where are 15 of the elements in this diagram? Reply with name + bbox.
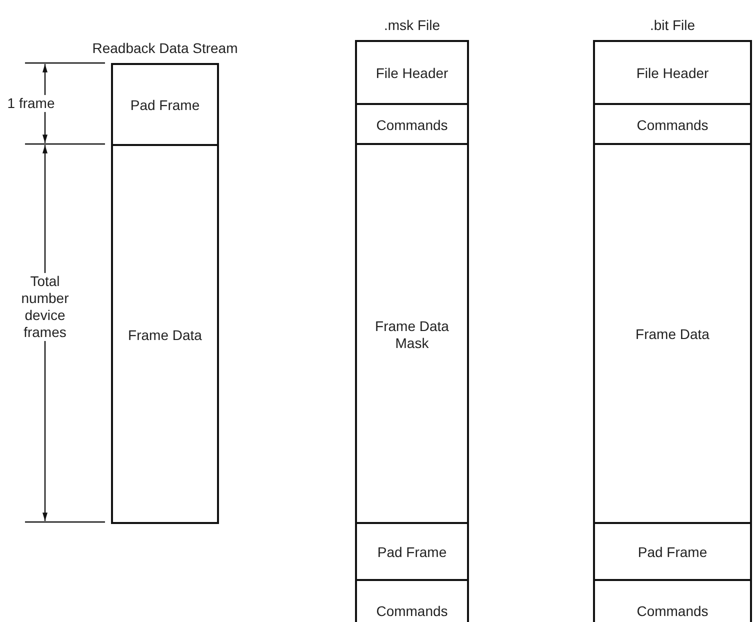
file-section: Frame Data xyxy=(595,143,750,524)
file-section: Pad Frame xyxy=(357,522,467,581)
file-section: Commands xyxy=(357,579,467,622)
file-section: Pad Frame xyxy=(113,65,217,146)
column-heading: .bit File xyxy=(648,17,696,34)
column-heading: Readback Data Stream xyxy=(91,40,239,57)
file-section: Commands xyxy=(595,579,750,622)
file-section: Commands xyxy=(595,103,750,145)
file-section: Commands xyxy=(357,103,467,145)
file-section: Frame Data Mask xyxy=(357,143,467,524)
file-section: Pad Frame xyxy=(595,522,750,581)
file-section: Frame Data xyxy=(113,144,217,524)
column-heading: .msk File xyxy=(383,17,441,34)
file-section: File Header xyxy=(595,42,750,105)
file-section: File Header xyxy=(357,42,467,105)
